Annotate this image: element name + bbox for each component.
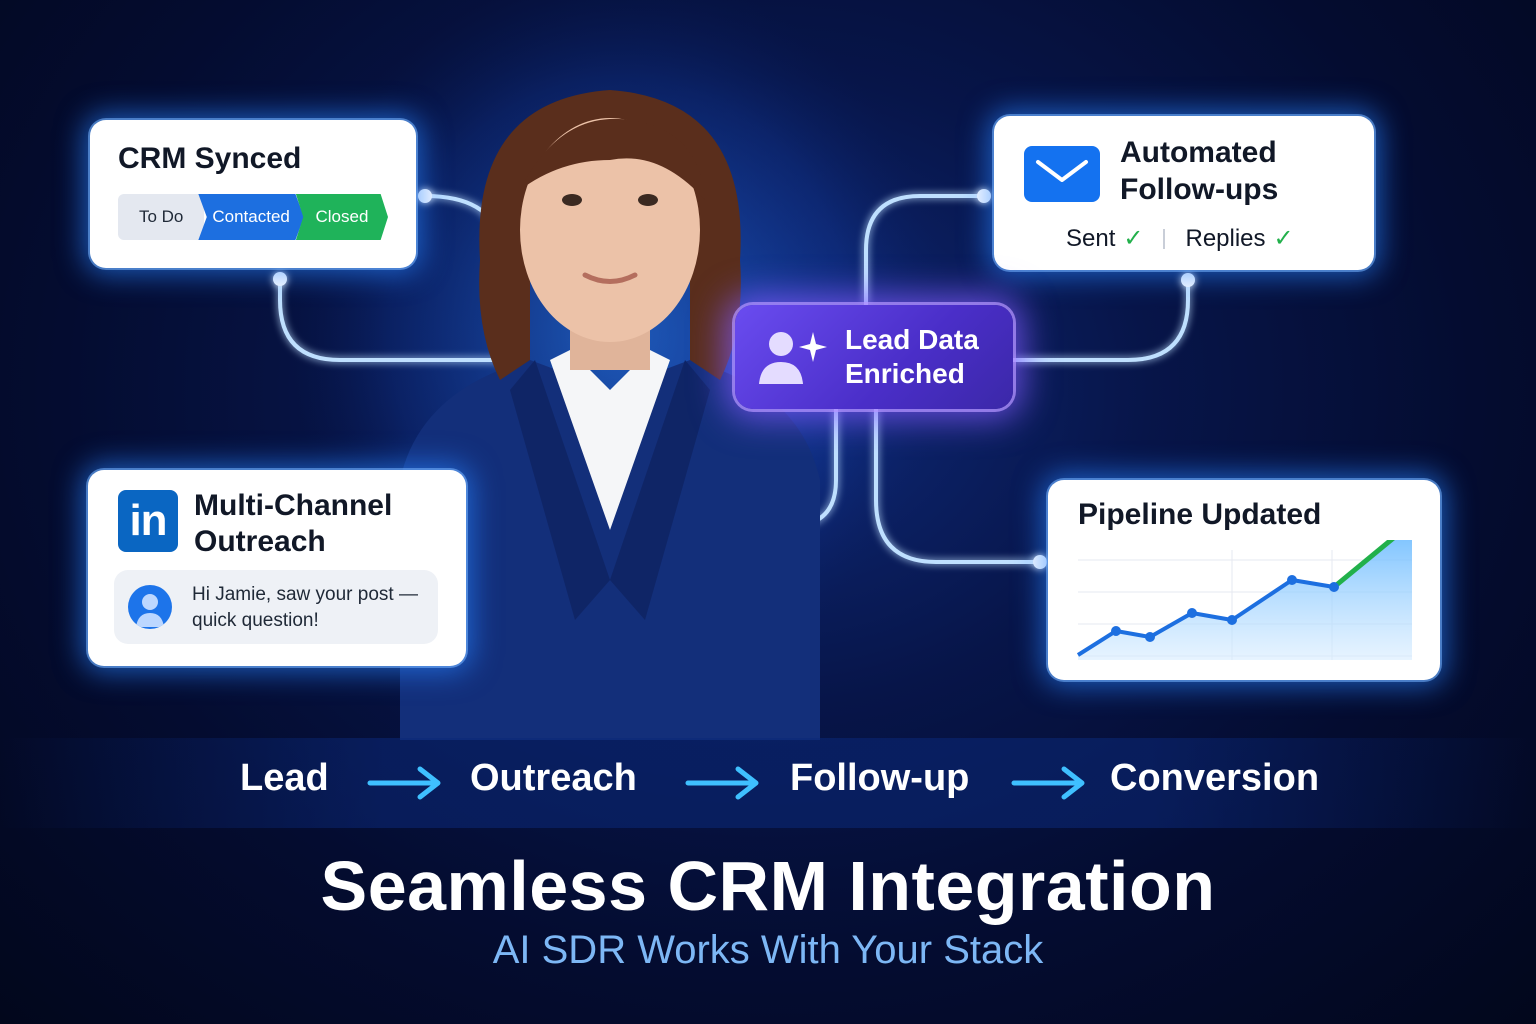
multi-channel-outreach-card: in Multi-Channel Outreach Hi Jamie, saw … — [88, 470, 466, 666]
message-line2: quick question! — [192, 610, 319, 631]
arrow-right-icon — [367, 766, 441, 800]
chart-point — [1111, 626, 1121, 636]
chart-growth-line — [1332, 540, 1395, 589]
check-icon: ✓ — [1273, 225, 1294, 252]
pipeline-updated-card: Pipeline Updated — [1048, 480, 1440, 680]
message-line1: Hi Jamie, saw your post — — [192, 584, 418, 605]
enriched-label-line1: Lead Data — [845, 324, 979, 355]
sparkle-user-icon — [759, 326, 827, 388]
flow-step-outreach: Outreach — [470, 757, 637, 799]
linkedin-icon: in — [118, 490, 178, 552]
arrow-right-icon — [1011, 766, 1085, 800]
lead-data-enriched-badge: Lead Data Enriched — [735, 305, 1013, 409]
message-text: Hi Jamie, saw your post — quick question… — [192, 582, 432, 634]
pipeline-trend-chart — [1076, 540, 1412, 660]
flow-bar — [0, 738, 1536, 828]
chart-point — [1227, 615, 1237, 625]
chart-point — [1187, 608, 1197, 618]
enriched-label-line2: Enriched — [845, 358, 965, 389]
stage-closed[interactable]: Closed — [295, 194, 388, 240]
check-icon: ✓ — [1123, 225, 1144, 252]
chart-area — [1078, 540, 1412, 660]
message-bubble[interactable]: Hi Jamie, saw your post — quick question… — [114, 570, 438, 644]
sent-label: Sent — [1066, 224, 1116, 252]
page-subtitle: AI SDR Works With Your Stack — [492, 928, 1044, 972]
crm-stage-pipeline: To Do Contacted Closed — [118, 194, 388, 240]
chart-point — [1329, 582, 1339, 592]
status-separator — [1163, 228, 1166, 249]
flow-step-follow-up: Follow-up — [790, 757, 970, 799]
automated-followups-card: Automated Follow-ups Sent ✓ Replies ✓ — [994, 116, 1374, 270]
flow-step-conversion: Conversion — [1110, 757, 1320, 799]
user-avatar-icon — [128, 585, 172, 629]
page-title: Seamless CRM Integration — [320, 847, 1216, 925]
stage-contacted[interactable]: Contacted — [198, 194, 304, 240]
chart-point — [1287, 575, 1297, 585]
mail-icon — [1024, 146, 1100, 202]
arrow-right-icon — [685, 766, 759, 800]
stage-to-do[interactable]: To Do — [118, 194, 205, 240]
crm-card-title: CRM Synced — [118, 142, 302, 175]
followups-status-row: Sent ✓ Replies ✓ — [1066, 224, 1294, 253]
person-illustration — [400, 90, 820, 740]
outreach-title-line2: Outreach — [194, 525, 326, 558]
crm-synced-card: CRM Synced To Do Contacted Closed — [90, 120, 416, 268]
flow-step-lead: Lead — [240, 757, 329, 799]
pipeline-card-title: Pipeline Updated — [1078, 498, 1322, 531]
outreach-card-title: Multi-Channel Outreach — [194, 488, 454, 560]
outreach-title-line1: Multi-Channel — [194, 489, 393, 522]
chart-point — [1145, 632, 1155, 642]
followups-card-title: Automated Follow-ups — [1120, 136, 1279, 206]
enriched-label: Lead Data Enriched — [845, 323, 979, 391]
replies-label: Replies — [1185, 224, 1266, 252]
